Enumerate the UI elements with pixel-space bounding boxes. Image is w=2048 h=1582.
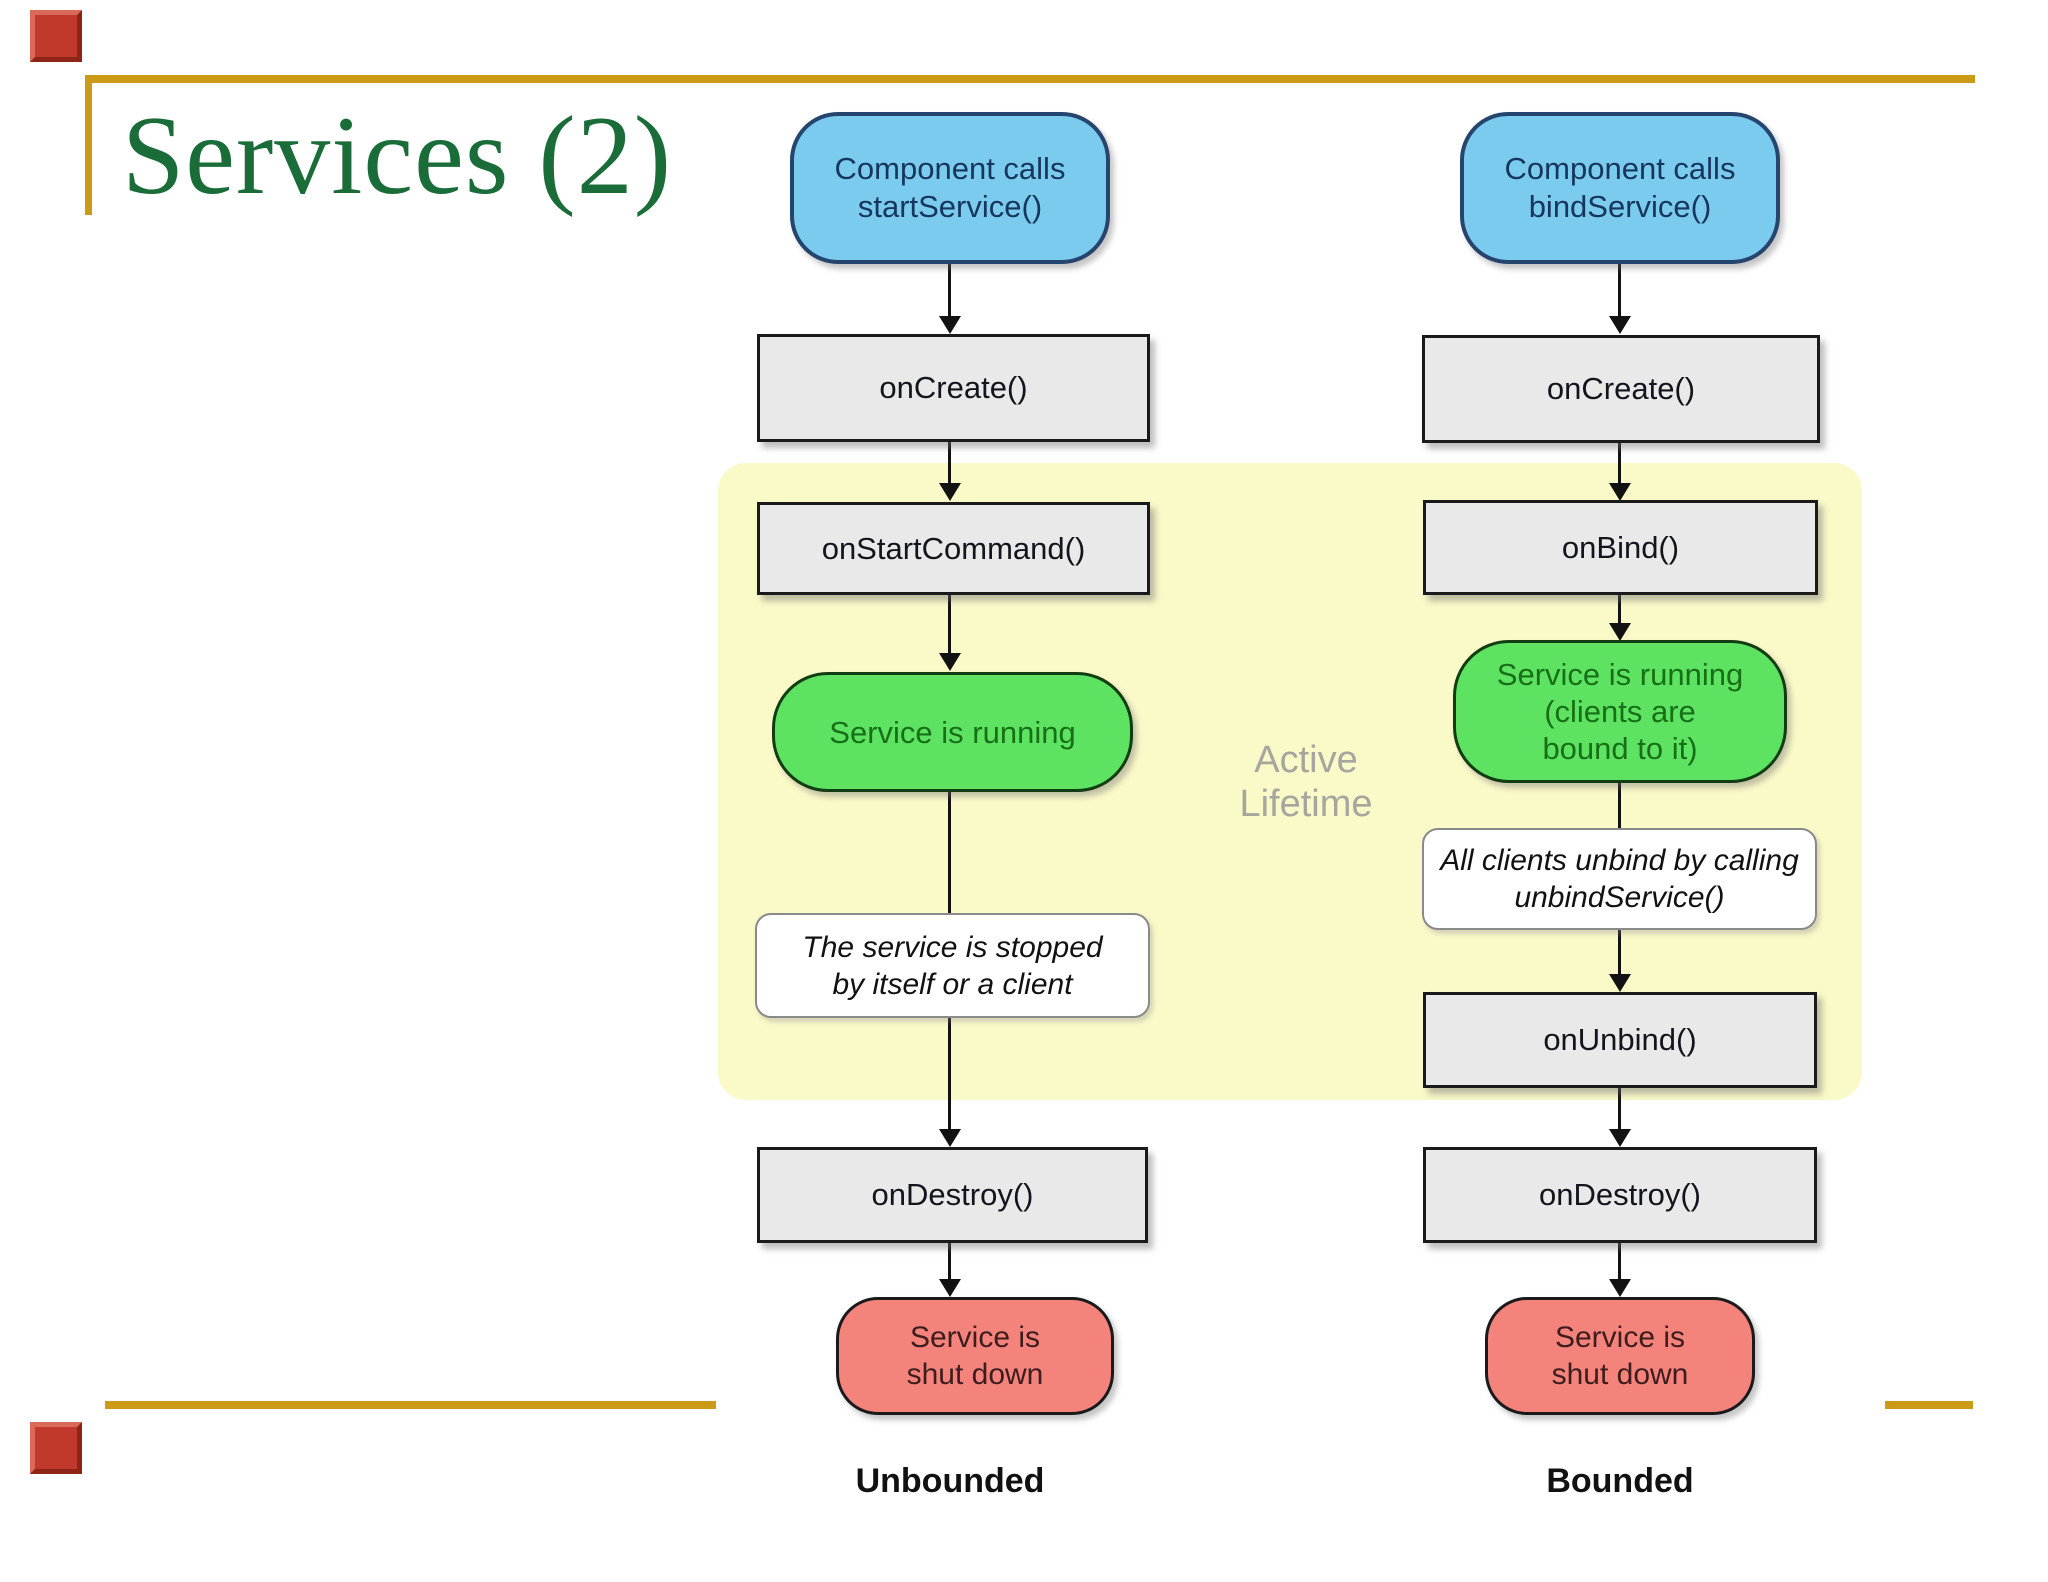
node-shutdown-bounded-text: Service is shut down xyxy=(1551,1321,1689,1391)
arrow-unbounded-trigger-to-oncreate xyxy=(948,264,951,330)
arrow-bounded-trigger-to-oncreate xyxy=(1618,264,1621,330)
arrow-bounded-onunbind-to-ondestroy xyxy=(1618,1088,1621,1143)
line-unbounded-running-to-note xyxy=(948,792,951,913)
arrow-bounded-ondestroy-to-shutdown xyxy=(1618,1243,1621,1293)
node-oncreate-bounded: onCreate() xyxy=(1422,335,1820,443)
node-service-running-bounded-text: Service is running (clients are bound to… xyxy=(1496,657,1744,766)
node-ondestroy-unbounded: onDestroy() xyxy=(757,1147,1148,1243)
title-rule-top xyxy=(85,75,1975,83)
decor-red-square-bottom-left xyxy=(30,1422,82,1474)
node-oncreate-unbounded: onCreate() xyxy=(757,334,1150,442)
note-service-stopped: The service is stopped by itself or a cl… xyxy=(755,913,1150,1018)
node-oncreate-bounded-text: onCreate() xyxy=(1546,371,1696,406)
node-start-service-call-text: Component calls startService() xyxy=(834,151,1066,224)
note-clients-unbind-text: All clients unbind by calling unbindServ… xyxy=(1440,844,1799,914)
node-onbind: onBind() xyxy=(1423,500,1818,595)
arrow-unbounded-oncreate-to-onstartcommand xyxy=(948,442,951,497)
arrow-unbounded-onstartcommand-to-running xyxy=(948,595,951,667)
arrow-unbounded-note-to-ondestroy xyxy=(948,1018,951,1143)
node-onbind-text: onBind() xyxy=(1561,529,1680,565)
node-bind-service-call: Component calls bindService() xyxy=(1460,112,1780,264)
node-service-running-unbounded: Service is running xyxy=(772,672,1133,792)
node-shutdown-unbounded: Service is shut down xyxy=(836,1297,1114,1415)
node-onstartcommand: onStartCommand() xyxy=(757,502,1150,595)
node-onstartcommand-text: onStartCommand() xyxy=(821,530,1086,566)
arrow-unbounded-ondestroy-to-shutdown xyxy=(948,1243,951,1293)
footer-rule-left xyxy=(105,1401,716,1409)
node-ondestroy-unbounded-text: onDestroy() xyxy=(871,1177,1034,1212)
node-service-running-bounded: Service is running (clients are bound to… xyxy=(1453,640,1787,783)
active-lifetime-label: Active Lifetime xyxy=(1239,739,1373,825)
node-onunbind: onUnbind() xyxy=(1423,992,1817,1088)
page-title: Services (2) xyxy=(122,94,673,218)
arrow-bounded-note-to-onunbind xyxy=(1618,930,1621,988)
node-oncreate-unbounded-text: onCreate() xyxy=(879,370,1028,405)
arrow-bounded-onbind-to-running xyxy=(1618,595,1621,637)
arrow-bounded-oncreate-to-onbind xyxy=(1618,443,1621,497)
node-start-service-call: Component calls startService() xyxy=(790,112,1110,264)
node-ondestroy-bounded-text: onDestroy() xyxy=(1539,1177,1701,1212)
title-rule-left xyxy=(85,75,92,215)
node-bind-service-call-text: Component calls bindService() xyxy=(1504,151,1736,224)
node-ondestroy-bounded: onDestroy() xyxy=(1423,1147,1817,1243)
line-bounded-running-to-note xyxy=(1618,783,1621,828)
column-label-bounded: Bounded xyxy=(1546,1462,1694,1500)
note-clients-unbind: All clients unbind by calling unbindServ… xyxy=(1422,828,1817,930)
node-onunbind-text: onUnbind() xyxy=(1543,1022,1697,1057)
node-shutdown-bounded: Service is shut down xyxy=(1485,1297,1755,1415)
node-service-running-unbounded-text: Service is running xyxy=(829,714,1076,750)
footer-rule-right xyxy=(1885,1401,1973,1409)
column-label-unbounded: Unbounded xyxy=(855,1462,1045,1500)
note-service-stopped-text: The service is stopped by itself or a cl… xyxy=(802,930,1103,1001)
node-shutdown-unbounded-text: Service is shut down xyxy=(906,1321,1044,1391)
decor-red-square-top-left xyxy=(30,10,82,62)
